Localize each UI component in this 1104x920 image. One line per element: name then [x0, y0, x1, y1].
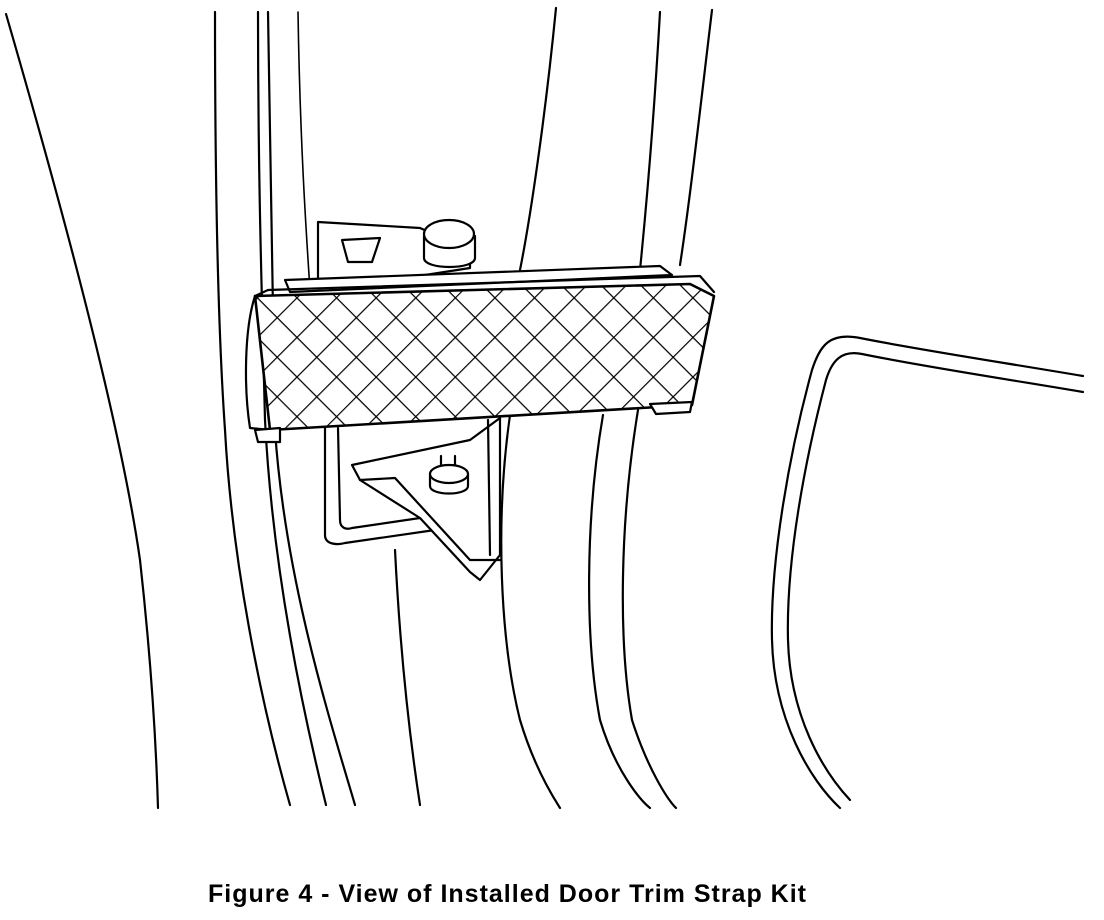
window-opening [770, 335, 1085, 810]
hinge-lower-bracket [323, 416, 502, 582]
hinge-pin-bottom [428, 454, 470, 495]
hinge-pin-top [422, 218, 477, 268]
body-panel [500, 6, 714, 810]
door-edge-outer [4, 12, 160, 810]
door-trim-strap-illustration [4, 6, 1085, 810]
figure-caption: Figure 4 - View of Installed Door Trim S… [207, 880, 807, 908]
trim-strap-pad [244, 274, 716, 444]
